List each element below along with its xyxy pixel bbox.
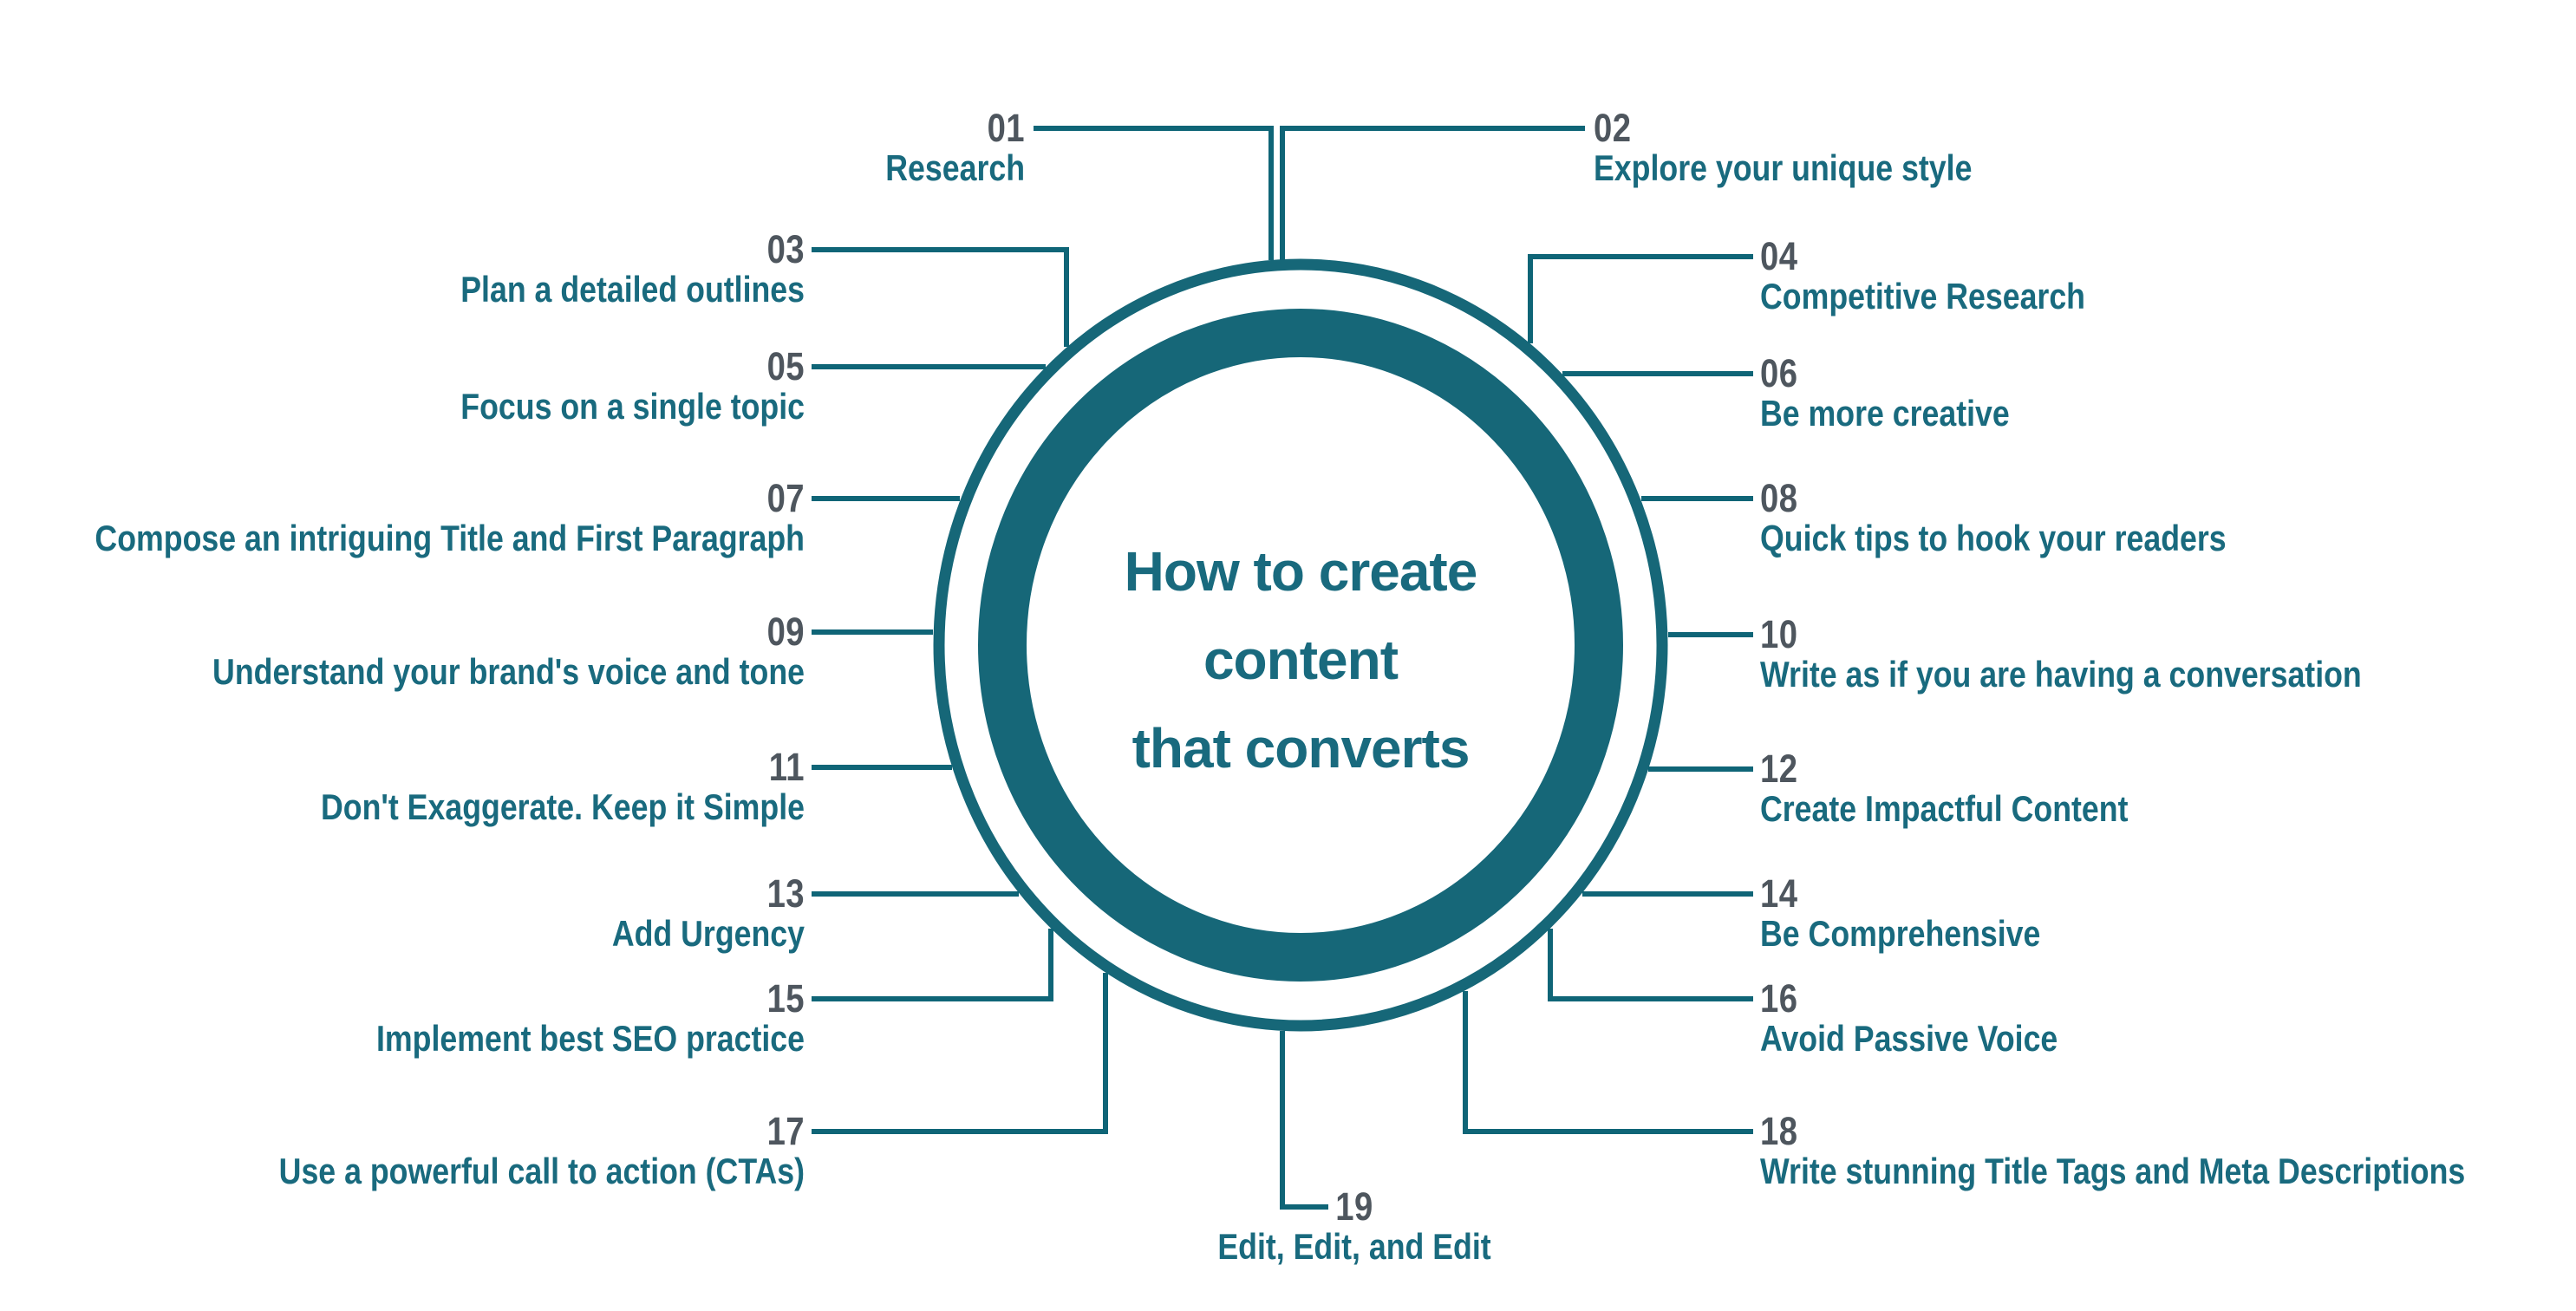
connector-04	[1528, 254, 1753, 343]
step-number: 09	[766, 610, 805, 654]
step-item-14: 14 Be Comprehensive	[1760, 874, 2541, 954]
step-label: Research	[885, 147, 1025, 188]
step-item-09: 09 Understand your brand's voice and ton…	[23, 612, 805, 692]
step-item-18: 18 Write stunning Title Tags and Meta De…	[1760, 1112, 2541, 1191]
connector-03	[812, 247, 1069, 347]
step-label: Compose an intriguing Title and First Pa…	[95, 518, 805, 558]
connector-01	[1034, 126, 1274, 260]
step-item-05: 05 Focus on a single topic	[23, 347, 805, 427]
step-number: 13	[766, 871, 805, 916]
step-item-01: 01 Research	[509, 108, 1025, 188]
step-item-10: 10 Write as if you are having a conversa…	[1760, 615, 2541, 695]
connector-15	[812, 929, 1053, 1001]
step-number: 14	[1760, 871, 1798, 916]
step-label: Write as if you are having a conversatio…	[1760, 654, 2362, 695]
step-label: Create Impactful Content	[1760, 788, 2129, 829]
step-label: Use a powerful call to action (CTAs)	[278, 1151, 805, 1191]
connector-17	[812, 973, 1108, 1134]
step-number: 12	[1760, 747, 1798, 791]
step-number: 18	[1760, 1109, 1798, 1153]
step-item-17: 17 Use a powerful call to action (CTAs)	[23, 1112, 805, 1191]
inner-ring	[978, 309, 1623, 982]
step-label: Quick tips to hook your readers	[1760, 518, 2227, 558]
step-number: 01	[987, 106, 1025, 150]
step-label: Be Comprehensive	[1760, 913, 2041, 954]
step-item-07: 07 Compose an intriguing Title and First…	[23, 479, 805, 558]
step-label: Don't Exaggerate. Keep it Simple	[320, 786, 805, 827]
step-number: 02	[1594, 106, 1632, 150]
step-number: 03	[766, 227, 805, 271]
step-label: Be more creative	[1760, 393, 2010, 434]
step-label: Edit, Edit, and Edit	[1217, 1226, 1491, 1267]
step-label: Focus on a single topic	[460, 386, 805, 427]
step-number: 11	[768, 745, 805, 789]
step-label: Competitive Research	[1760, 276, 2085, 316]
step-item-11: 11 Don't Exaggerate. Keep it Simple	[23, 747, 805, 827]
step-item-15: 15 Implement best SEO practice	[23, 979, 805, 1059]
step-item-06: 06 Be more creative	[1760, 354, 2541, 434]
step-number: 19	[1335, 1184, 1373, 1229]
step-number: 07	[766, 476, 805, 520]
connector-02	[1280, 126, 1585, 260]
center-title-line-1: How to create	[1124, 540, 1478, 603]
step-number: 05	[766, 344, 805, 388]
step-item-13: 13 Add Urgency	[23, 874, 805, 954]
step-label: Explore your unique style	[1594, 147, 1973, 188]
step-label: Add Urgency	[611, 913, 805, 954]
step-item-16: 16 Avoid Passive Voice	[1760, 979, 2541, 1059]
step-item-12: 12 Create Impactful Content	[1760, 749, 2541, 829]
connector-16	[1548, 929, 1753, 1001]
center-title-line-3: that converts	[1131, 717, 1471, 779]
step-item-19: 19 Edit, Edit, and Edit	[1133, 1187, 1575, 1267]
step-label: Plan a detailed outlines	[460, 269, 805, 310]
step-label: Write stunning Title Tags and Meta Descr…	[1760, 1151, 2466, 1191]
step-number: 17	[766, 1109, 805, 1153]
step-number: 16	[1760, 976, 1798, 1021]
connector-19	[1280, 1031, 1328, 1210]
step-item-08: 08 Quick tips to hook your readers	[1760, 479, 2541, 558]
step-number: 06	[1760, 351, 1798, 395]
step-item-04: 04 Competitive Research	[1760, 237, 2541, 316]
step-number: 15	[766, 976, 805, 1021]
connector-18	[1463, 991, 1753, 1134]
center-title: How to create content that converts	[910, 527, 1691, 792]
step-number: 04	[1760, 234, 1798, 278]
step-label: Implement best SEO practice	[375, 1018, 805, 1059]
step-label: Understand your brand's voice and tone	[212, 651, 805, 692]
center-title-line-2: content	[1203, 629, 1399, 691]
step-label: Avoid Passive Voice	[1760, 1018, 2058, 1059]
step-item-02: 02 Explore your unique style	[1594, 108, 2375, 188]
step-number: 10	[1760, 612, 1798, 656]
step-item-03: 03 Plan a detailed outlines	[23, 230, 805, 310]
step-number: 08	[1760, 476, 1798, 520]
outer-ring	[933, 258, 1668, 1032]
